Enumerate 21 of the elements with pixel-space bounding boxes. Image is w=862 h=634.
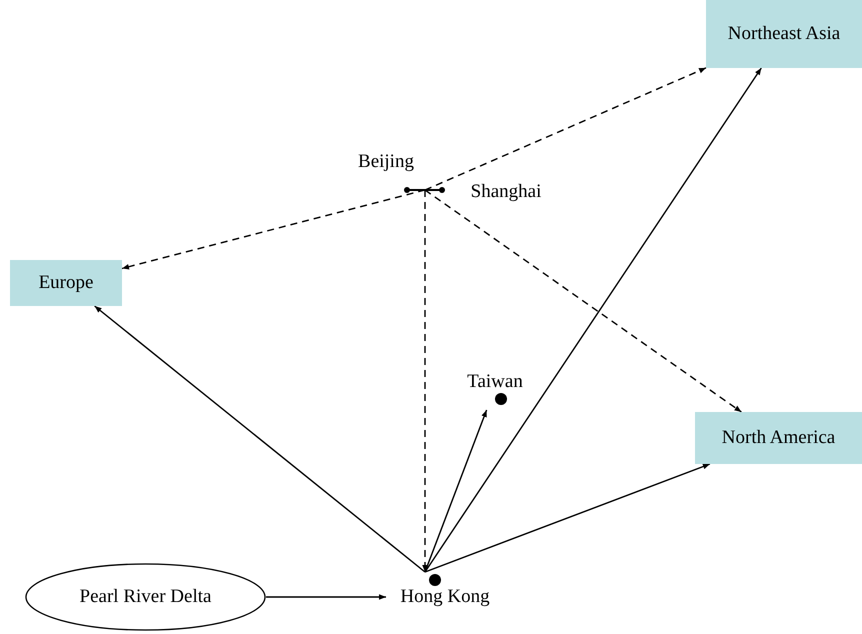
region-name: North America <box>722 427 836 449</box>
arrow <box>424 68 762 572</box>
region-box <box>10 260 122 306</box>
arrow <box>266 594 386 600</box>
region-name: Europe <box>38 272 94 294</box>
dashed-arrow <box>122 189 426 270</box>
city-label: Shanghai <box>470 181 542 203</box>
region-name: Pearl River Delta <box>80 586 212 608</box>
region-name: Northeast Asia <box>728 23 840 45</box>
region-box <box>695 412 862 464</box>
region-ellipse <box>25 563 266 631</box>
arrow <box>94 305 426 573</box>
city-label: Beijing <box>358 151 414 173</box>
dashed-arrow <box>424 67 706 191</box>
city-name: Hong Kong <box>400 586 490 608</box>
dashed-arrow <box>422 190 428 572</box>
dashed-arrow <box>424 189 742 413</box>
arrow <box>424 463 710 573</box>
city-name: Taiwan <box>467 371 523 393</box>
city-pair-marker <box>403 186 446 194</box>
region-box <box>706 0 862 68</box>
